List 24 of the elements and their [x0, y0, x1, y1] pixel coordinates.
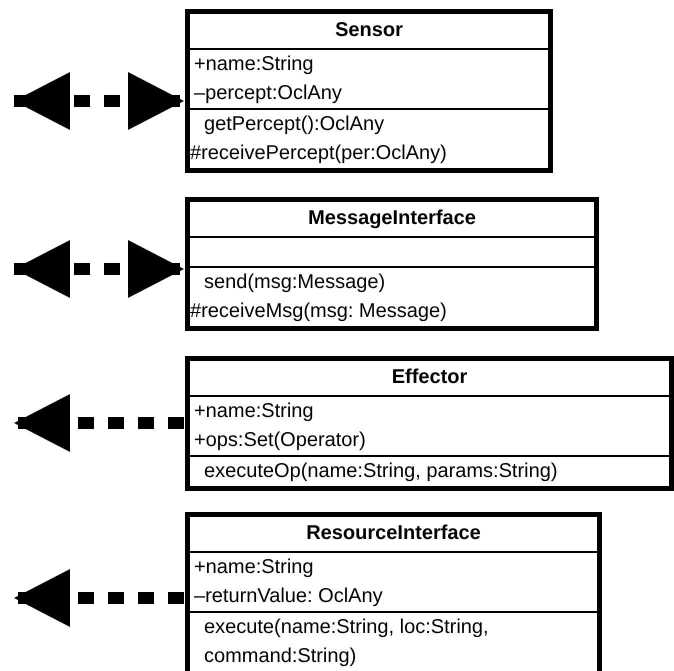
class-name: MessageInterface: [307, 206, 477, 231]
operation-text: #receiveMsg(msg: Message): [190, 299, 448, 324]
class-name: ResourceInterface: [305, 521, 482, 546]
class-name: Effector: [390, 365, 468, 390]
dashed-arrow: [14, 72, 184, 130]
attribute-text: +name:String: [193, 399, 315, 424]
operation-text: getPercept():OclAny: [203, 112, 386, 137]
class-box: [185, 197, 599, 331]
attribute-text: +name:String: [193, 555, 315, 580]
class-name: Sensor: [334, 18, 404, 43]
attribute-text: –returnValue: OclAny: [193, 584, 384, 609]
class-box: [185, 9, 553, 173]
class-box: [185, 356, 674, 491]
dashed-arrow: [14, 569, 184, 627]
class-box: [185, 512, 602, 671]
operation-text: execute(name:String, loc:String, command:String): [203, 615, 490, 669]
attribute-text: –percept:OclAny: [193, 81, 343, 106]
dashed-arrow: [14, 240, 184, 298]
dashed-arrow: [14, 394, 184, 452]
attribute-text: +ops:Set(Operator): [193, 428, 367, 453]
operation-text: executeOp(name:String, params:String): [203, 459, 558, 484]
attribute-text: +name:String: [193, 52, 315, 77]
operation-text: send(msg:Message): [203, 270, 386, 295]
operation-text: #receivePercept(per:OclAny): [190, 141, 448, 166]
